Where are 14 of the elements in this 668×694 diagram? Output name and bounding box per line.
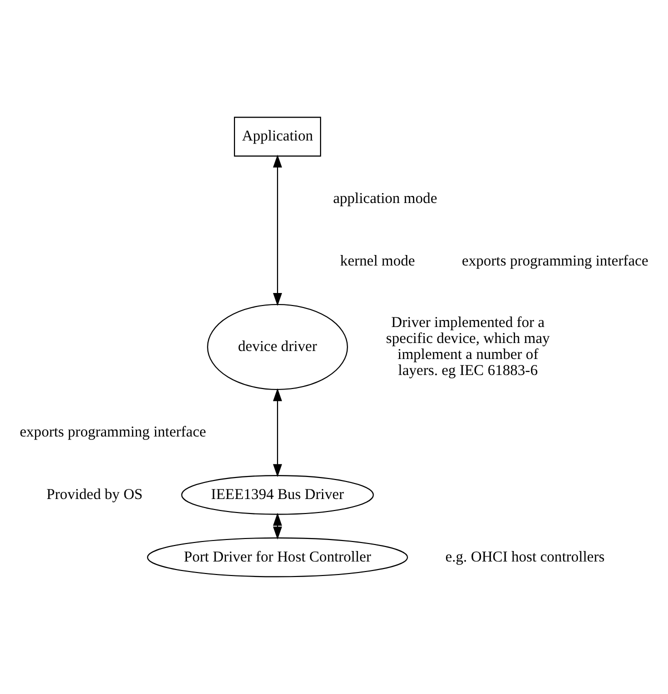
label: exports programming interface (462, 253, 648, 270)
label: application mode (333, 191, 438, 208)
arrow (273, 154, 282, 306)
node-box: Application (234, 116, 322, 157)
label: Driver implemented for a specific device, which may implement a number of layers. eg IEC 61883-6 (386, 314, 550, 380)
label: Provided by OS (46, 486, 143, 503)
node-label: e.g. OHCI host controllers (445, 549, 605, 566)
arrow (273, 388, 282, 478)
node-ellipse: IEEE1394 Bus Driver (181, 475, 374, 515)
label: exports programming interface (20, 424, 206, 441)
label: kernel mode (340, 253, 415, 270)
node-ellipse: device driver (207, 304, 348, 390)
arrow (273, 512, 282, 540)
node-ellipse: Port Driver for Host Controller (147, 537, 408, 578)
